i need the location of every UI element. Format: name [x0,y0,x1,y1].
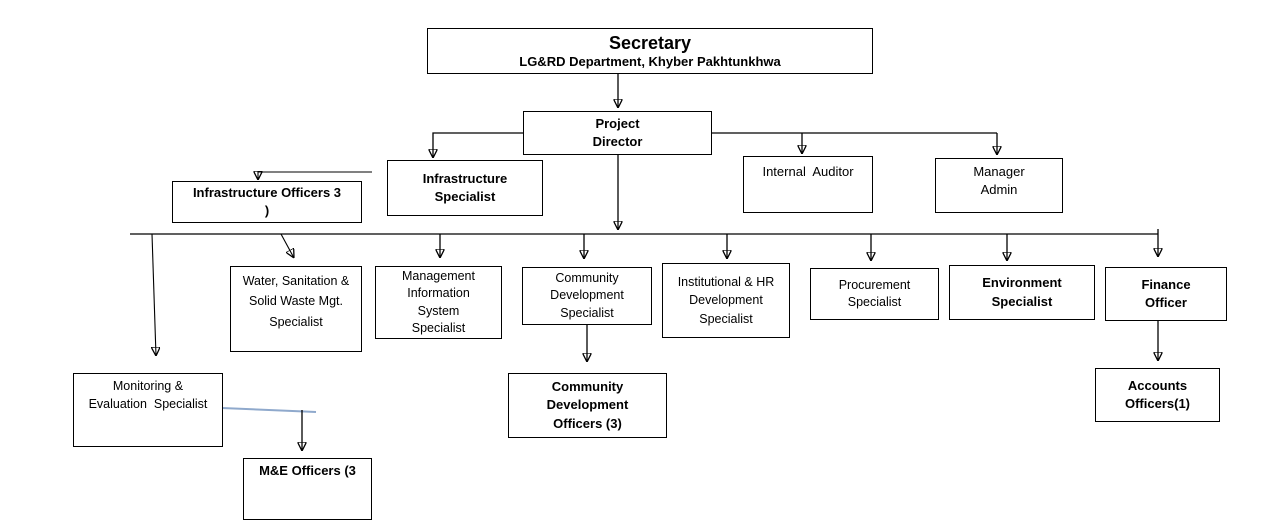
node-secretary: Secretary LG&RD Department, Khyber Pakht… [427,28,873,74]
node-monitoring-evaluation-specialist: Monitoring & Evaluation Specialist [73,373,223,447]
secretary-title: Secretary [608,32,692,53]
annotation-blue-line [221,407,317,413]
node-procurement-specialist: Procurement Specialist [810,268,939,320]
node-water-sanitation-specialist: Water, Sanitation & Solid Waste Mgt. Spe… [230,266,362,352]
node-infrastructure-officers: Infrastructure Officers 3 ) [172,181,362,223]
node-mis-specialist: Management Information System Specialist [375,266,502,339]
node-me-officers: M&E Officers (3 [243,458,372,520]
connector-to-water-specialist [280,233,294,258]
node-community-development-specialist: Community Development Specialist [522,267,652,325]
connector-to-monitoring-specialist [152,233,156,356]
node-internal-auditor: Internal Auditor [743,156,873,213]
secretary-subtitle: LG&RD Department, Khyber Pakhtunkhwa [519,53,781,69]
node-accounts-officers: Accounts Officers(1) [1095,368,1220,422]
node-infrastructure-specialist: Infrastructure Specialist [387,160,543,216]
node-manager-admin: Manager Admin [935,158,1063,213]
node-finance-officer: Finance Officer [1105,267,1227,321]
connector-to-infrastructure-officers [258,172,372,180]
node-community-development-officers: Community Development Officers (3) [508,373,667,438]
connector-pd-to-infrastructure-specialist [433,132,523,158]
node-environment-specialist: Environment Specialist [949,265,1095,320]
node-project-director: Project Director [523,111,712,155]
node-institutional-hr-specialist: Institutional & HR Development Specialis… [662,263,790,338]
